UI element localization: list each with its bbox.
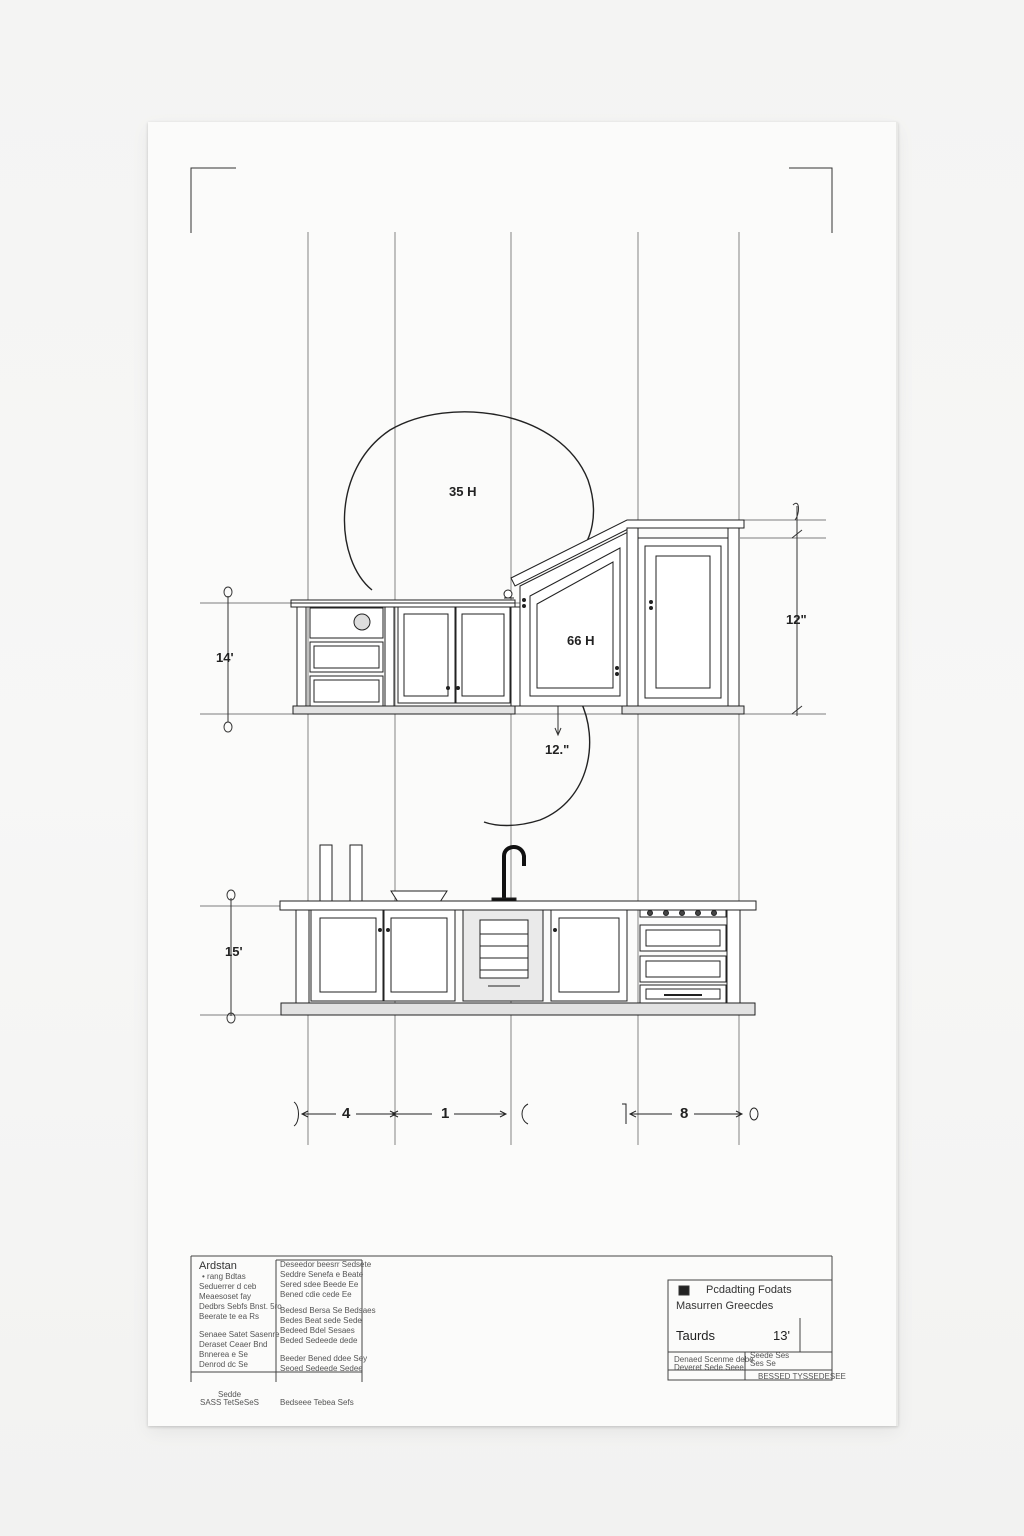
title-block-project-line1: Pcdadting Fodats xyxy=(706,1284,792,1296)
tall-cabinet xyxy=(621,527,745,715)
title-block-line: Bedseee Tebea Sefs xyxy=(280,1398,354,1407)
corner-cabinet xyxy=(503,519,745,707)
upper-cabinet-run xyxy=(290,599,521,715)
title-block-line: Beeder Bened ddee Sey xyxy=(280,1354,368,1363)
title-block-line: Dedbrs Sebfs Bnst. 5ro xyxy=(199,1302,282,1311)
title-block-line: Bened cdie cede Ee xyxy=(280,1290,352,1299)
title-block-line: Deveret Sede Seee xyxy=(674,1363,744,1372)
title-block-line: Meaesoset fay xyxy=(199,1292,252,1301)
title-block-line: SASS TetSeSeS xyxy=(200,1398,259,1407)
title-block-line: • rang Bdtas xyxy=(202,1272,246,1281)
dim-right-upper xyxy=(791,502,803,716)
title-block-frame xyxy=(190,1255,833,1382)
title-block-line: Denaed Scenme debe xyxy=(674,1355,754,1364)
dim-label-left-upper-height: 14' xyxy=(216,650,234,665)
title-block-line: Bnnerea e Se xyxy=(199,1350,248,1359)
title-block-line: Beded Sedeede dede xyxy=(280,1336,358,1345)
arc-35h xyxy=(343,411,595,591)
drawing-sheet: 35 H 66 H 12" 14' 12." 15' 4 1 8 Ardstan… xyxy=(148,122,898,1426)
title-block-line: Ses Se xyxy=(750,1359,776,1368)
title-block-line: Denrod dc Se xyxy=(199,1360,248,1369)
title-block-line: Seoed Sedeede Sedee xyxy=(280,1364,363,1373)
segment-dimension-row xyxy=(293,1101,759,1127)
title-block-line: Bedes Beat sede Sede xyxy=(280,1316,362,1325)
crop-mark-top-left xyxy=(190,167,236,233)
title-block-footer: BESSED TYSSEDESEE xyxy=(758,1372,846,1381)
dim-label-right-height: 12" xyxy=(786,612,807,627)
arc-12-below xyxy=(483,699,591,827)
title-block-line: Bedeed Bdel Sesaes xyxy=(280,1326,355,1335)
segment-label: 4 xyxy=(342,1105,351,1122)
segment-label: 8 xyxy=(680,1105,689,1122)
title-block-sheet-number: 13' xyxy=(773,1328,790,1343)
dim-left-lower xyxy=(226,889,236,1024)
elevation-drawing xyxy=(190,167,833,1382)
title-block-line: Seede Ses xyxy=(750,1351,790,1360)
title-block-line: Sered sdee Beede Ee xyxy=(280,1280,359,1289)
dim-label-66h: 66 H xyxy=(567,633,595,648)
title-block-line: Seduerrer d ceb xyxy=(199,1282,257,1291)
title-block-line: Deseedor beesrr Sedsete xyxy=(280,1260,372,1269)
title-block-line: Beerate te ea Rs xyxy=(199,1312,260,1321)
segment-label: 1 xyxy=(441,1105,450,1122)
title-block-name: Taurds xyxy=(676,1328,716,1343)
title-block-line: Seddre Senefa e Beate xyxy=(280,1270,364,1279)
title-block-line: Bedesd Bersa Se Bedsaes xyxy=(280,1306,376,1315)
dim-label-below: 12." xyxy=(545,742,570,757)
title-block-line: Deraset Ceaer Bnd xyxy=(199,1340,268,1349)
crop-mark-top-right xyxy=(789,167,833,233)
title-block-line: Senaee Satet Sasenre xyxy=(199,1330,280,1339)
title-block-line: Sedde xyxy=(218,1390,242,1399)
dim-left-upper xyxy=(223,586,233,733)
title-block-heading: Ardstan xyxy=(199,1260,237,1272)
dim-label-35h: 35 H xyxy=(449,484,477,499)
lower-cabinet-run xyxy=(279,844,757,1016)
dim-label-left-lower-height: 15' xyxy=(225,944,243,959)
title-block-project-line2: Masurren Greecdes xyxy=(676,1300,774,1312)
title-block-logo xyxy=(678,1285,690,1296)
